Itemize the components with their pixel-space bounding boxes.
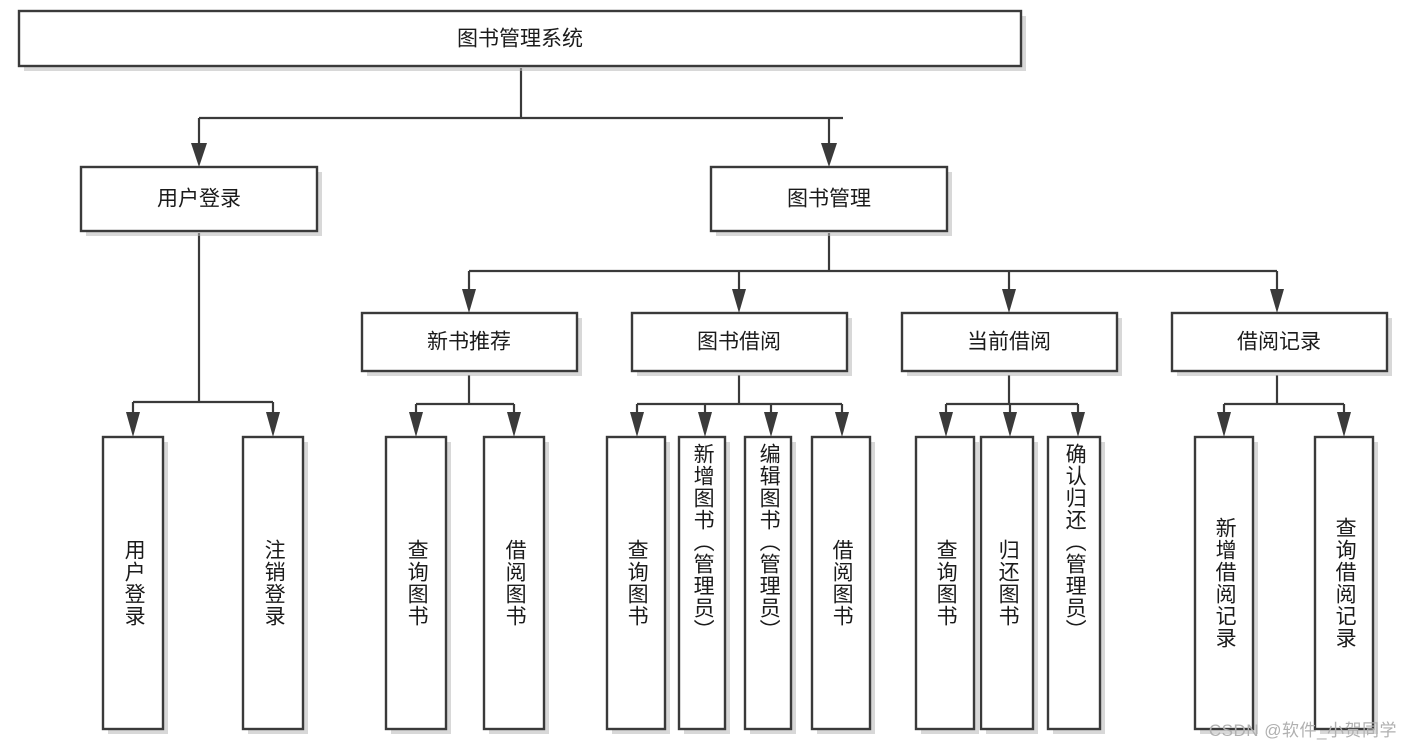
arrow-to-br-leaf2 xyxy=(1337,412,1351,437)
node-current-borrow-label: 当前借阅 xyxy=(967,331,1051,354)
node-new-book-recommend[interactable] xyxy=(360,311,579,373)
node-leaf-nb-query-book[interactable] xyxy=(384,435,448,731)
node-leaf-bb-add-book-admin[interactable] xyxy=(677,435,727,731)
node-borrow-record-label: 借阅记录 xyxy=(1237,331,1321,354)
arrow-to-nb-leaf1 xyxy=(409,412,423,437)
node-leaf-logout[interactable] xyxy=(241,435,305,731)
node-root-label: 图书管理系统 xyxy=(457,28,583,51)
node-leaf-cb-query-book[interactable] xyxy=(914,435,976,731)
node-user-login-label: 用户登录 xyxy=(157,188,241,211)
node-leaf-user-login[interactable] xyxy=(101,435,165,731)
arrow-to-leaf-logout xyxy=(266,412,280,437)
arrow-to-current-borrow xyxy=(1002,289,1016,313)
node-book-borrow-label: 图书借阅 xyxy=(697,331,781,354)
arrow-to-nb-leaf2 xyxy=(507,412,521,437)
node-leaf-cb-return-book[interactable] xyxy=(979,435,1035,731)
node-root[interactable] xyxy=(17,9,1023,68)
arrow-to-new-book xyxy=(462,289,476,313)
node-leaf-nb-borrow-book[interactable] xyxy=(482,435,546,731)
node-book-borrow[interactable] xyxy=(630,311,849,373)
watermark-text: CSDN @软件_小贺同学 xyxy=(1208,721,1397,740)
node-book-management[interactable] xyxy=(709,165,949,233)
arrow-to-book-borrow xyxy=(732,289,746,313)
node-current-borrow[interactable] xyxy=(900,311,1119,373)
node-leaf-br-query-record[interactable] xyxy=(1313,435,1375,731)
arrow-to-cb-leaf1 xyxy=(939,412,953,437)
node-borrow-record[interactable] xyxy=(1170,311,1389,373)
arrow-to-book-mgmt xyxy=(821,143,837,167)
connector-layer xyxy=(126,68,1351,437)
arrow-to-br-leaf1 xyxy=(1217,412,1231,437)
node-leaf-bb-edit-book-admin[interactable] xyxy=(743,435,793,731)
node-layer: 图书管理系统 用户登录 图书管理 新书推荐 图书借阅 当前借阅 借阅记录 xyxy=(17,9,1392,734)
arrow-to-leaf-user-login xyxy=(126,412,140,437)
arrow-to-cb-leaf3 xyxy=(1071,412,1085,437)
arrow-to-cb-leaf2 xyxy=(1003,412,1017,437)
node-book-management-label: 图书管理 xyxy=(787,188,871,211)
arrow-to-bb-leaf1 xyxy=(630,412,644,437)
node-leaf-br-add-record[interactable] xyxy=(1193,435,1255,731)
arrow-to-bb-leaf2 xyxy=(698,412,712,437)
node-new-book-recommend-label: 新书推荐 xyxy=(427,331,511,354)
arrow-to-borrow-record xyxy=(1270,289,1284,313)
node-leaf-bb-borrow-book[interactable] xyxy=(810,435,872,731)
node-leaf-cb-confirm-return-admin[interactable] xyxy=(1046,435,1102,731)
arrow-to-bb-leaf4 xyxy=(835,412,849,437)
node-leaf-bb-query-book[interactable] xyxy=(605,435,667,731)
arrow-to-user-login xyxy=(191,143,207,167)
node-user-login[interactable] xyxy=(79,165,319,233)
arrow-to-bb-leaf3 xyxy=(764,412,778,437)
